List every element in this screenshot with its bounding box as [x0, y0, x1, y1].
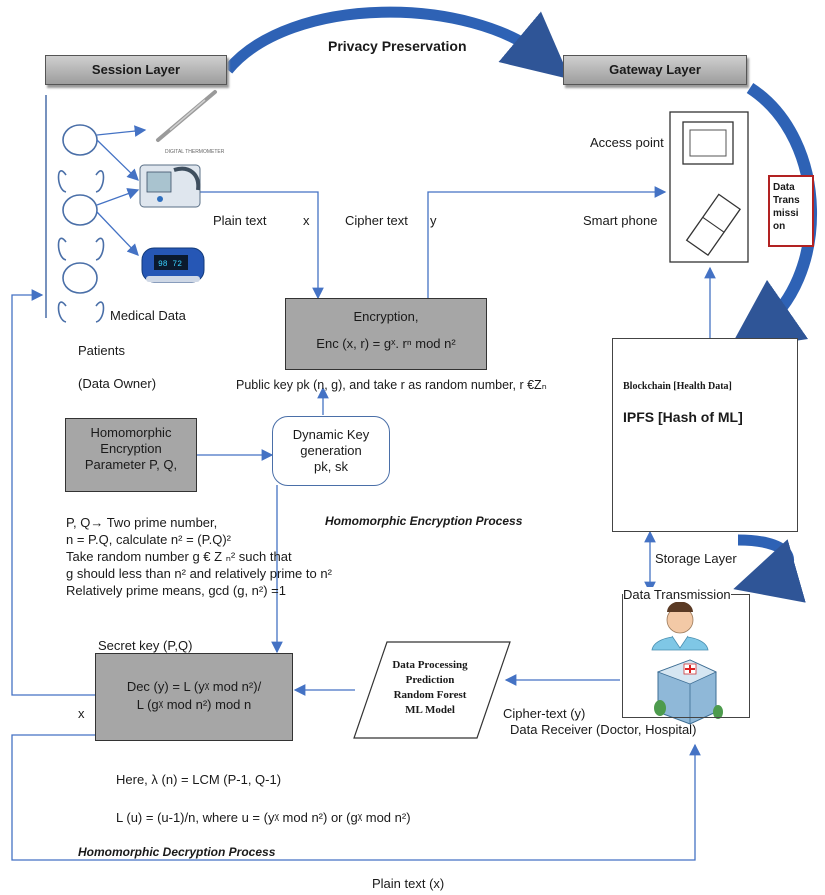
data-transmission-label: Data Transmission [623, 587, 731, 602]
he-parameter-box: Homomorphic Encryption Parameter P, Q, [65, 418, 197, 492]
ml-model-shape [353, 641, 511, 739]
blockchain-label: Blockchain [Health Data] [623, 381, 732, 392]
cipher-text-y-label: Cipher-text (y) [503, 706, 586, 721]
data-transmission-side-box: Data Trans missi on [768, 175, 814, 247]
he-param-line2: Encryption [100, 441, 162, 456]
medical-data-label: Medical Data [110, 308, 186, 323]
he-param-line1: Homomorphic [90, 425, 172, 440]
diagram-title: Privacy Preservation [328, 38, 467, 54]
ml-line-3: Random Forest [393, 689, 467, 701]
gateway-layer-bar: Gateway Layer [563, 55, 747, 85]
privacy-arc-arrow [223, 6, 571, 80]
param-line-4: g should less than n² and relatively pri… [66, 566, 332, 581]
decryption-formula-line1: Dec (y) = L (yᵡ mod n²)/ [126, 679, 262, 694]
param-line-1: P, Q→ Two prime number, [66, 515, 218, 530]
blockchain-storage-box: Blockchain [Health Data] IPFS [Hash of M… [612, 338, 798, 532]
ipfs-label: IPFS [Hash of ML] [623, 409, 743, 425]
patients-label: Patients [78, 343, 125, 358]
encryption-formula: Enc (x, r) = gˣ. rⁿ mod n² [316, 336, 456, 351]
public-key-label: Public key pk (n, g), and take r as rand… [236, 378, 547, 392]
ml-model-text: Data Processing Prediction Random Forest… [370, 658, 490, 718]
dynamic-key-line2: generation [300, 443, 362, 458]
cipher-text-label: Cipher text [345, 213, 408, 228]
svg-text:98 72: 98 72 [158, 260, 182, 269]
blood-pressure-monitor-icon [139, 164, 201, 208]
data-owner-label: (Data Owner) [78, 376, 157, 391]
hospital-illustration [654, 659, 723, 725]
dynamic-key-line1: Dynamic Key [292, 427, 370, 442]
session-layer-bar: Session Layer [45, 55, 227, 85]
plain-text-x: x [303, 213, 310, 228]
encryption-title: Encryption, [353, 309, 419, 324]
decryption-process-label: Homomorphic Decryption Process [78, 845, 276, 859]
secret-key-label: Secret key (P,Q) [98, 638, 193, 653]
pulse-oximeter-icon: 98 72 [141, 247, 205, 283]
storage-layer-label: Storage Layer [655, 551, 737, 566]
ml-line-1: Data Processing [392, 659, 468, 671]
param-line-2: n = P.Q, calculate n² = (P.Q)² [66, 532, 231, 547]
cipher-text-y: y [430, 213, 437, 228]
plain-text-x-label: Plain text (x) [372, 876, 445, 891]
plain-text-label: Plain text [213, 213, 267, 228]
he-param-line3: Parameter P, Q, [84, 457, 178, 472]
smart-phone-label: Smart phone [583, 213, 658, 228]
doctor-illustration [651, 601, 709, 651]
svg-text:DIGITAL THERMOMETER: DIGITAL THERMOMETER [165, 149, 225, 155]
param-line-5: Relatively prime means, gcd (g, n²) =1 [66, 583, 287, 598]
dynamic-key-box: Dynamic Key generation pk, sk [272, 416, 390, 486]
dynamic-key-line3: pk, sk [314, 459, 348, 474]
access-point-label: Access point [590, 135, 664, 150]
decrypted-x-label: x [78, 706, 85, 721]
l-function-formula: L (u) = (u-1)/n, where u = (yᵡ mod n²) o… [116, 810, 411, 825]
param-line-3: Take random number g € Z ₙ² such that [66, 549, 292, 564]
storage-to-transmission-arrow [733, 534, 806, 603]
decryption-box: Dec (y) = L (yᵡ mod n²)/ L (gᵡ mod n²) m… [95, 653, 293, 741]
lambda-formula: Here, λ (n) = LCM (P-1, Q-1) [116, 772, 282, 787]
thermometer-icon: DIGITAL THERMOMETER [156, 90, 225, 155]
encryption-box: Encryption, Enc (x, r) = gˣ. rⁿ mod n² [285, 298, 487, 370]
data-transmission-side-label: Data Trans missi on [773, 182, 800, 232]
parameter-explanation: P, Q→ Two prime number, n = P.Q, calcula… [66, 514, 332, 599]
ml-line-2: Prediction [405, 674, 455, 686]
data-receiver-label: Data Receiver (Doctor, Hospital) [510, 722, 697, 737]
encryption-process-label: Homomorphic Encryption Process [325, 514, 523, 528]
ml-line-4: ML Model [405, 704, 455, 716]
decryption-formula-line2: L (gᵡ mod n²) mod n [136, 697, 252, 712]
data-receiver-box [622, 594, 750, 718]
